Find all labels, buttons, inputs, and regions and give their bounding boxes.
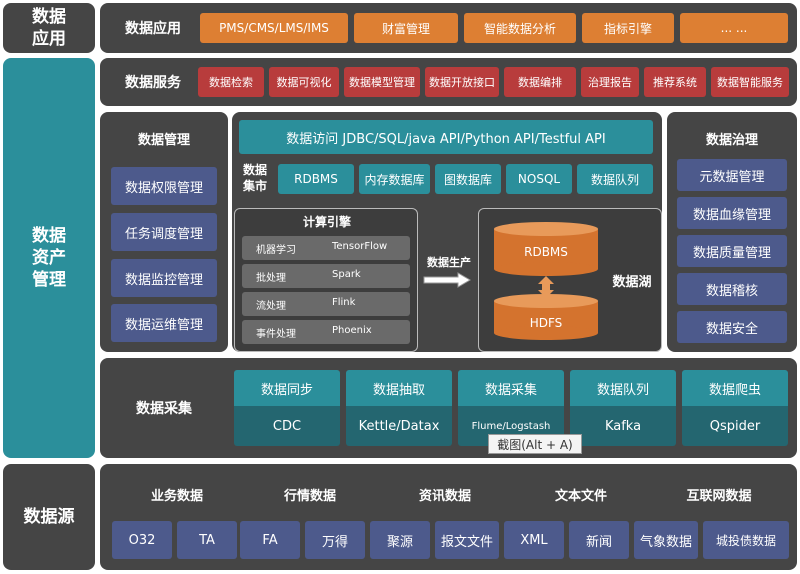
governance-item: 数据稽核 (677, 273, 787, 305)
data-application-title: 数据应用 (125, 21, 181, 37)
service-item: 数据编排 (504, 67, 576, 97)
compute-row: 批处理 Spark (242, 264, 410, 288)
governance-item: 数据安全 (677, 311, 787, 343)
governance-item: 元数据管理 (677, 159, 787, 191)
compute-tool: Flink (332, 297, 356, 308)
service-item: 数据开放接口 (425, 67, 499, 97)
source-item: O32 (112, 521, 172, 559)
source-item: 新闻 (569, 521, 629, 559)
source-group-title: 文本文件 (554, 488, 607, 504)
collection-item: 数据队列 Kafka (570, 370, 676, 446)
data-governance-panel: 数据治理 元数据管理 数据血缘管理 数据质量管理 数据稽核 数据安全 (667, 112, 797, 352)
source-group-title: 资讯数据 (418, 488, 471, 504)
compute-engine-title: 计算引擎 (302, 214, 351, 229)
source-item: FA (240, 521, 300, 559)
compute-tool: TensorFlow (332, 241, 388, 252)
data-production-label: 数据生产 (427, 256, 471, 269)
compute-type: 批处理 (256, 273, 286, 284)
collection-tool: Qspider (682, 406, 788, 446)
app-item-analytics: 智能数据分析 (464, 13, 576, 43)
source-group-title: 行情数据 (283, 488, 336, 504)
market-item-rdbms: RDBMS (278, 164, 354, 194)
collection-category: 数据抽取 (346, 370, 452, 406)
collection-item: 数据抽取 Kettle/Datax (346, 370, 452, 446)
source-item: 气象数据 (634, 521, 698, 559)
market-item-inmemory: 内存数据库 (359, 164, 430, 194)
app-item-metric-engine: 指标引擎 (582, 13, 674, 43)
data-collection-title: 数据采集 (136, 401, 192, 417)
lake-rdbms-label: RDBMS (524, 245, 568, 259)
data-storage-panel: 数据访问 JDBC/SQL/java API/Python API/Testfu… (232, 112, 662, 352)
app-item-pms: PMS/CMS/LMS/IMS (200, 13, 348, 43)
source-group-title: 业务数据 (150, 488, 203, 504)
compute-type: 机器学习 (256, 245, 296, 256)
management-item: 数据权限管理 (111, 167, 217, 205)
app-item-wealth: 财富管理 (354, 13, 458, 43)
data-asset-management-side-label: 数据 资产 管理 (3, 58, 95, 458)
governance-item: 数据血缘管理 (677, 197, 787, 229)
collection-tool: CDC (234, 406, 340, 446)
data-management-title: 数据管理 (137, 132, 190, 148)
compute-row: 机器学习 TensorFlow (242, 236, 410, 260)
database-cylinder-icon (494, 222, 598, 340)
compute-type: 流处理 (256, 301, 286, 312)
market-item-graph: 图数据库 (435, 164, 501, 194)
collection-tool: Kettle/Datax (346, 406, 452, 446)
compute-row: 流处理 Flink (242, 292, 410, 316)
data-governance-title: 数据治理 (705, 132, 758, 148)
source-group-title: 互联网数据 (686, 488, 752, 504)
collection-category: 数据采集 (458, 370, 564, 406)
compute-type: 事件处理 (256, 329, 296, 340)
data-application-row: 数据应用 PMS/CMS/LMS/IMS 财富管理 智能数据分析 指标引擎 ..… (100, 3, 797, 53)
source-item: 聚源 (370, 521, 430, 559)
data-service-row: 数据服务 数据检索 数据可视化 数据模型管理 数据开放接口 数据编排 治理报告 … (100, 58, 797, 106)
service-item: 治理报告 (581, 67, 639, 97)
data-access-bar: 数据访问 JDBC/SQL/java API/Python API/Testfu… (239, 120, 653, 154)
service-item: 推荐系统 (644, 67, 706, 97)
collection-tool: Kafka (570, 406, 676, 446)
source-item: 万得 (305, 521, 365, 559)
management-item: 数据监控管理 (111, 259, 217, 297)
service-item: 数据智能服务 (711, 67, 789, 97)
source-item: 报文文件 (435, 521, 499, 559)
service-item: 数据检索 (198, 67, 264, 97)
compute-engine-box: 计算引擎 机器学习 TensorFlow 批处理 Spark 流处理 Flink… (234, 208, 418, 352)
market-item-queue: 数据队列 (577, 164, 653, 194)
collection-category: 数据队列 (570, 370, 676, 406)
management-item: 任务调度管理 (111, 213, 217, 251)
data-market-label: 数据 集市 (242, 163, 267, 193)
screenshot-tooltip: 截图(Alt + A) (488, 434, 582, 454)
collection-category: 数据同步 (234, 370, 340, 406)
data-management-panel: 数据管理 数据权限管理 任务调度管理 数据监控管理 数据运维管理 (100, 112, 228, 352)
service-item: 数据模型管理 (344, 67, 420, 97)
data-collection-row: 数据采集 数据同步 CDC 数据抽取 Kettle/Datax 数据采集 Flu… (100, 358, 797, 458)
data-service-title: 数据服务 (125, 75, 181, 91)
source-item: XML (504, 521, 564, 559)
governance-item: 数据质量管理 (677, 235, 787, 267)
right-arrow-icon (423, 272, 471, 288)
management-item: 数据运维管理 (111, 304, 217, 342)
collection-item: 数据同步 CDC (234, 370, 340, 446)
data-lake-label: 数据湖 (612, 275, 652, 290)
data-application-side-label: 数据 应用 (3, 3, 95, 53)
collection-category: 数据爬虫 (682, 370, 788, 406)
lake-hdfs-label: HDFS (529, 316, 563, 330)
app-item-more: ... ... (680, 13, 788, 43)
service-item: 数据可视化 (269, 67, 339, 97)
source-item: TA (177, 521, 237, 559)
source-item: 城投债数据 (703, 521, 789, 559)
data-source-row: 业务数据 行情数据 资讯数据 文本文件 互联网数据 O32 TA FA 万得 聚… (100, 464, 797, 570)
compute-tool: Phoenix (332, 325, 372, 336)
data-lake-box: RDBMS HDFS 数据湖 (478, 208, 662, 352)
data-source-side-label: 数据源 (3, 464, 95, 570)
market-item-nosql: NOSQL (506, 164, 572, 194)
collection-item: 数据爬虫 Qspider (682, 370, 788, 446)
compute-row: 事件处理 Phoenix (242, 320, 410, 344)
compute-tool: Spark (332, 269, 361, 280)
